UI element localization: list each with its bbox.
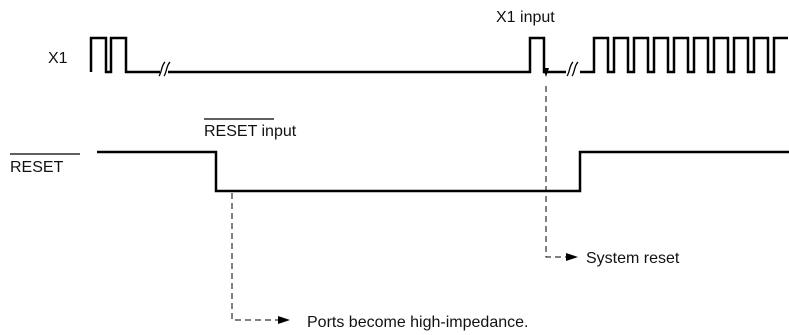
system-reset-label: System reset (586, 250, 680, 267)
x1-input-annotation: X1 input (496, 9, 555, 26)
x1-waveform-clock (580, 36, 788, 74)
x1-signal-label: X1 (48, 50, 68, 67)
ports-high-impedance-label: Ports become high-impedance. (307, 314, 528, 331)
reset-signal-label: RESET (10, 159, 64, 176)
x1-waveform-start (89, 36, 160, 74)
system-reset-dashed-line (545, 86, 566, 258)
ports-arrowhead (278, 316, 290, 324)
x1-waveform-middle (168, 36, 566, 74)
x1-rising-edge-arrowhead (543, 68, 549, 77)
system-reset-arrowhead (566, 253, 578, 261)
reset-waveform (97, 150, 789, 193)
reset-input-annotation: RESET input (204, 123, 297, 140)
ports-dashed-line (231, 193, 278, 321)
x1-break-mark-right (566, 61, 579, 77)
x1-break-mark-left (158, 61, 171, 77)
